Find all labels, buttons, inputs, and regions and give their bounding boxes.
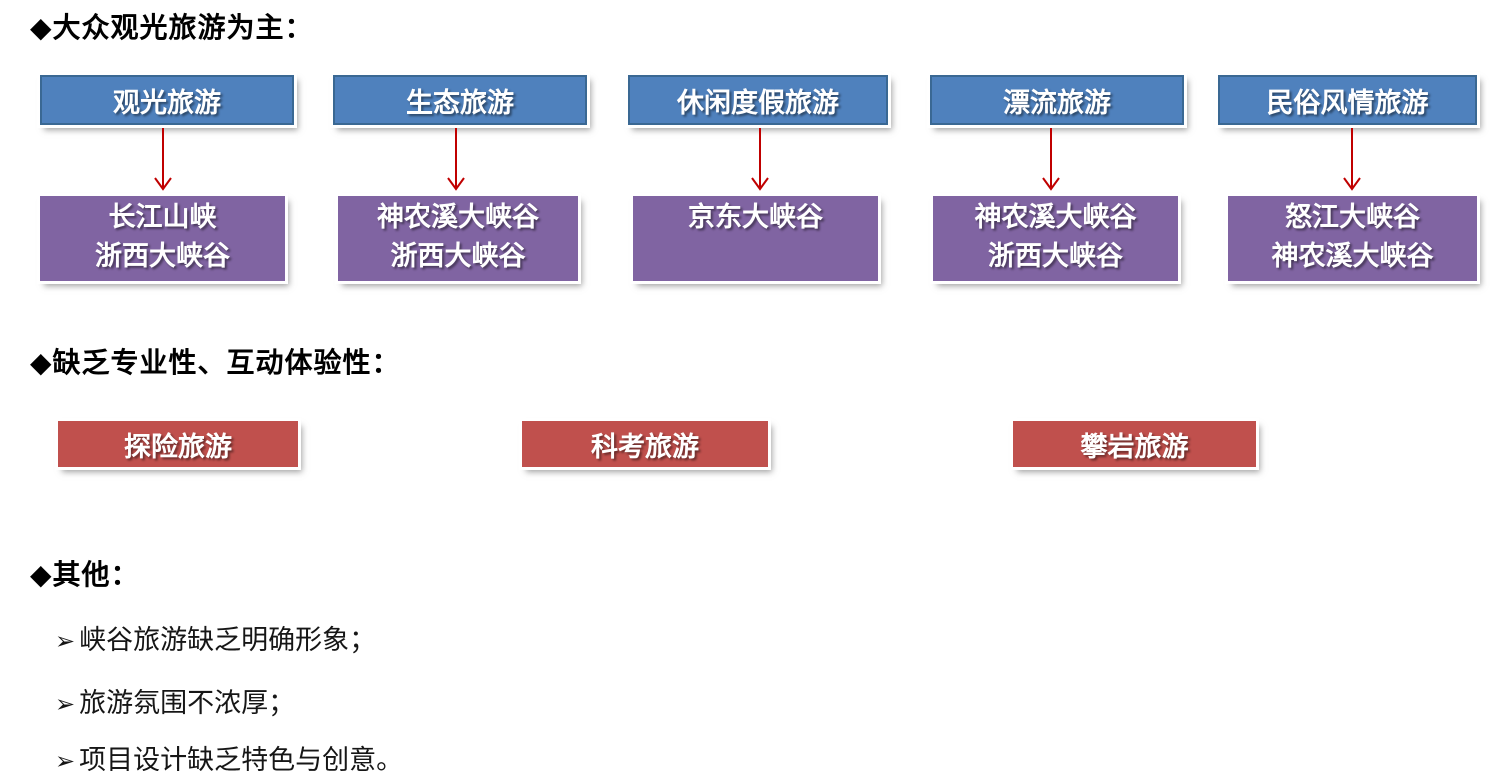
arrowhead-bullet-icon: ➢ [55, 691, 76, 718]
category-box-eco-tourism: 生态旅游 [333, 75, 587, 125]
bullet-item: ➢旅游氛围不浓厚； [55, 681, 295, 720]
section-heading-mass-tourism: ◆大众观光旅游为主： [30, 12, 314, 43]
missing-type-box-scientific: 科考旅游 [522, 421, 768, 467]
down-arrow-icon [1042, 128, 1060, 191]
destination-line: 京东大峡谷 [688, 202, 823, 232]
arrowhead-bullet-icon: ➢ [55, 748, 76, 771]
arrowhead-bullet-icon: ➢ [55, 628, 76, 655]
destination-box-jingdong: 京东大峡谷 [633, 196, 878, 281]
missing-type-label: 科考旅游 [591, 431, 699, 462]
destination-line: 长江山峡 [108, 202, 217, 232]
destination-box-nujiang-shennongxi: 怒江大峡谷 神农溪大峡谷 [1228, 196, 1477, 281]
category-box-leisure-vacation: 休闲度假旅游 [628, 75, 888, 125]
bullet-item: ➢峡谷旅游缺乏明确形象； [55, 618, 376, 657]
category-box-rafting: 漂流旅游 [930, 75, 1184, 125]
destination-line: 怒江大峡谷 [1285, 202, 1420, 232]
category-box-folk-customs: 民俗风情旅游 [1218, 75, 1477, 125]
destination-box-changjiang: 长江山峡 浙西大峡谷 [40, 196, 285, 281]
bullet-text: 峡谷旅游缺乏明确形象； [79, 625, 377, 655]
bullet-item: ➢项目设计缺乏特色与创意。 [55, 738, 403, 771]
missing-type-label: 攀岩旅游 [1080, 431, 1189, 462]
missing-type-box-adventure: 探险旅游 [58, 421, 298, 467]
category-box-label: 生态旅游 [406, 87, 514, 118]
missing-type-label: 探险旅游 [124, 431, 232, 462]
destination-line: 神农溪大峡谷 [1271, 241, 1434, 271]
bullet-text: 项目设计缺乏特色与创意。 [79, 745, 404, 771]
category-box-label: 漂流旅游 [1003, 87, 1111, 118]
destination-box-shennongxi-zhexi-2: 神农溪大峡谷 浙西大峡谷 [933, 196, 1178, 281]
destination-line: 浙西大峡谷 [95, 241, 230, 271]
category-box-label: 民俗风情旅游 [1266, 87, 1429, 118]
down-arrow-icon [447, 128, 465, 191]
category-box-sightseeing: 观光旅游 [40, 75, 294, 125]
down-arrow-icon [751, 128, 769, 191]
missing-type-box-climbing: 攀岩旅游 [1013, 421, 1256, 467]
destination-line: 浙西大峡谷 [988, 241, 1123, 271]
category-box-label: 观光旅游 [113, 87, 221, 118]
destination-line: 神农溪大峡谷 [974, 202, 1137, 232]
bullet-text: 旅游氛围不浓厚； [79, 688, 296, 718]
down-arrow-icon [1343, 128, 1361, 191]
destination-box-shennongxi-zhexi: 神农溪大峡谷 浙西大峡谷 [338, 196, 578, 281]
down-arrow-icon [154, 128, 172, 191]
section-heading-other: ◆其他： [30, 559, 140, 590]
category-box-label: 休闲度假旅游 [677, 87, 839, 118]
destination-line: 神农溪大峡谷 [377, 202, 539, 232]
section-heading-lacking: ◆缺乏专业性、互动体验性： [30, 347, 401, 378]
destination-line: 浙西大峡谷 [390, 241, 526, 271]
